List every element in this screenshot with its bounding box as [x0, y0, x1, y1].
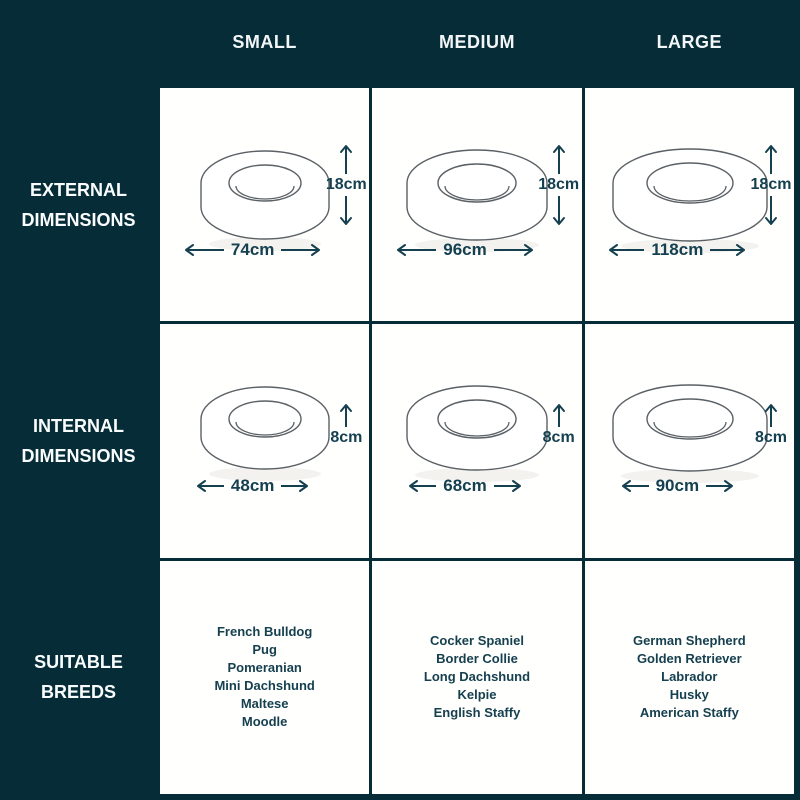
breed-item: Pomeranian: [227, 660, 302, 676]
arrow-right-icon: [710, 244, 746, 256]
arrow-left-icon: [621, 480, 649, 493]
arrow-down-icon: [764, 196, 777, 225]
arrow-down-icon: [340, 196, 353, 225]
arrow-left-icon: [609, 244, 645, 256]
breed-item: Long Dachshund: [423, 669, 531, 685]
height-value: 8cm: [754, 429, 787, 447]
breed-list: Cocker Spaniel Border Collie Long Dachsh…: [372, 561, 581, 794]
height-value: 8cm: [542, 429, 575, 447]
arrow-left-icon: [409, 480, 437, 493]
width-value: 74cm: [230, 240, 275, 259]
breeds-large-cell: German Shepherd Golden Retriever Labrado…: [584, 560, 794, 794]
breed-item: French Bulldog: [216, 624, 313, 640]
height-dimension: 8cm: [323, 403, 369, 447]
height-value: 18cm: [750, 176, 792, 193]
width-dimension: 118cm: [585, 240, 770, 260]
arrow-up-icon: [552, 145, 565, 174]
column-header-large: LARGE: [656, 32, 723, 52]
width-value: 118cm: [651, 240, 704, 259]
height-dimension: 8cm: [748, 403, 794, 447]
external-large-cell: 18cm 118cm: [584, 88, 794, 322]
row-label-suitable-breeds: SUITABLE BREEDS: [34, 652, 123, 703]
width-value: 96cm: [443, 240, 487, 259]
arrow-up-icon: [552, 404, 565, 428]
width-dimension: 90cm: [585, 476, 770, 496]
arrow-up-icon: [764, 145, 777, 174]
arrow-right-icon: [493, 480, 521, 493]
arrow-left-icon: [184, 244, 224, 256]
breed-item: Mini Dachshund: [214, 678, 315, 694]
external-small-cell: 18cm 74cm: [160, 88, 370, 322]
width-dimension: 96cm: [372, 240, 557, 260]
breed-item: Golden Retriever: [636, 651, 742, 667]
breed-item: Pug: [252, 642, 277, 658]
breeds-medium-cell: Cocker Spaniel Border Collie Long Dachsh…: [372, 560, 582, 794]
internal-small-cell: 8cm 48cm: [160, 324, 370, 558]
arrow-up-icon: [764, 404, 777, 428]
breed-item: Husky: [669, 687, 709, 703]
breed-item: Moodle: [241, 714, 288, 730]
breed-item: American Staffy: [639, 705, 739, 721]
arrow-right-icon: [706, 480, 734, 493]
width-value: 68cm: [443, 476, 487, 496]
breed-item: Kelpie: [457, 687, 497, 703]
external-medium-cell: 18cm 96cm: [372, 88, 582, 322]
arrow-up-icon: [340, 145, 353, 174]
height-dimension: 18cm: [536, 144, 582, 226]
arrow-right-icon: [493, 244, 533, 256]
height-dimension: 8cm: [536, 403, 582, 447]
breed-item: Border Collie: [436, 651, 518, 667]
breed-list: German Shepherd Golden Retriever Labrado…: [585, 561, 794, 794]
height-value: 18cm: [538, 176, 580, 193]
arrow-up-icon: [340, 404, 353, 428]
breed-item: Labrador: [661, 669, 718, 685]
arrow-right-icon: [281, 244, 321, 256]
arrow-left-icon: [196, 480, 224, 493]
width-value: 48cm: [230, 476, 275, 496]
dog-bed-illustration: [377, 374, 577, 494]
row-label-external-dimensions: EXTERNAL DIMENSIONS: [21, 179, 136, 230]
arrow-down-icon: [552, 196, 565, 225]
width-value: 90cm: [655, 476, 700, 496]
internal-medium-cell: 8cm 68cm: [372, 324, 582, 558]
height-value: 18cm: [325, 176, 367, 193]
breed-list: French Bulldog Pug Pomeranian Mini Dachs…: [160, 561, 369, 794]
width-dimension: 68cm: [372, 476, 557, 496]
breed-item: Cocker Spaniel: [430, 633, 524, 649]
breed-item: German Shepherd: [632, 633, 746, 649]
height-value: 8cm: [330, 429, 363, 447]
width-dimension: 48cm: [160, 476, 345, 496]
breeds-small-cell: French Bulldog Pug Pomeranian Mini Dachs…: [160, 560, 370, 794]
column-header-medium: MEDIUM: [438, 32, 515, 52]
height-dimension: 18cm: [323, 144, 369, 226]
width-dimension: 74cm: [160, 240, 345, 260]
dog-bed-illustration: [590, 374, 790, 494]
row-label-internal-dimensions: INTERNAL DIMENSIONS: [21, 415, 136, 466]
column-header-small: SMALL: [232, 32, 297, 52]
height-dimension: 18cm: [748, 144, 794, 226]
arrow-right-icon: [281, 480, 309, 493]
arrow-left-icon: [397, 244, 437, 256]
internal-large-cell: 8cm 90cm: [584, 324, 794, 558]
dog-bed-illustration: [377, 138, 577, 258]
corner-spacer: [0, 0, 157, 85]
breed-item: English Staffy: [433, 705, 521, 721]
dog-bed-illustration: [165, 374, 365, 494]
breed-item: Maltese: [240, 696, 289, 712]
dog-bed-illustration: [165, 138, 365, 258]
